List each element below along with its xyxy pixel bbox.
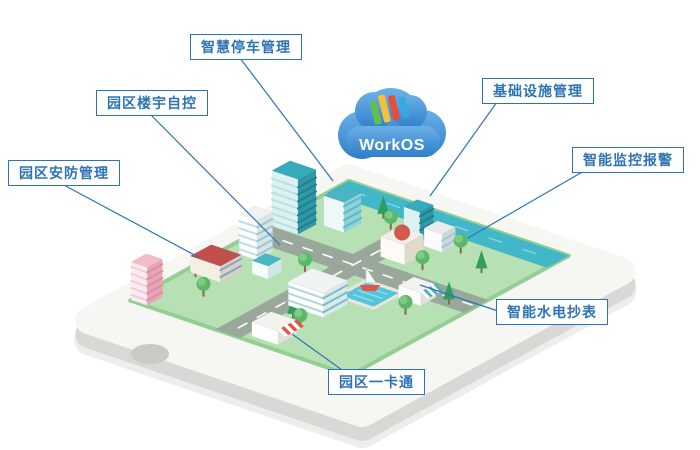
tree: [443, 281, 455, 305]
tree: [298, 252, 312, 273]
tree: [383, 209, 398, 230]
tree: [398, 295, 413, 315]
factory-building: [189, 244, 243, 283]
phone-home-button: [131, 344, 169, 364]
pink-building: [130, 253, 164, 306]
workos-logo-icon: [369, 94, 410, 125]
sailboat: [360, 266, 380, 291]
swimming-pool: [333, 278, 407, 310]
leader-line-water-power-metering: [419, 284, 499, 312]
leader-line-infrastructure-management: [429, 101, 498, 197]
leader-line-building-automation: [149, 113, 281, 246]
leader-line-security-management: [61, 183, 201, 259]
leader-line-smart-parking: [239, 57, 334, 182]
tree: [293, 308, 308, 329]
leader-line-one-card-pass: [291, 333, 343, 371]
label-monitoring-alarm: 智能监控报警: [572, 147, 684, 173]
label-one-card-pass: 园区一卡通: [328, 369, 425, 395]
label-building-automation: 园区楼宇自控: [96, 90, 208, 116]
cloud-label: WorkOS: [359, 137, 425, 154]
label-water-power-metering: 智能水电抄表: [496, 299, 608, 325]
mid-building: [323, 185, 362, 233]
dome-building: [379, 224, 425, 265]
label-security-management: 园区安防管理: [8, 160, 120, 186]
shop-awning-teal: [397, 276, 443, 306]
tree: [453, 233, 468, 254]
tree: [196, 276, 211, 297]
office-block: [287, 268, 349, 318]
tree: [475, 250, 488, 274]
shop-awning-red: [251, 311, 304, 345]
label-smart-parking: 智慧停车管理: [190, 34, 302, 60]
tree: [415, 250, 430, 271]
depot-building: [423, 220, 457, 253]
leader-line-monitoring-alarm: [467, 170, 585, 239]
tree: [377, 195, 390, 219]
label-infrastructure-management: 基础设施管理: [482, 78, 594, 104]
small-house: [251, 253, 283, 280]
office-tower: [270, 160, 317, 235]
